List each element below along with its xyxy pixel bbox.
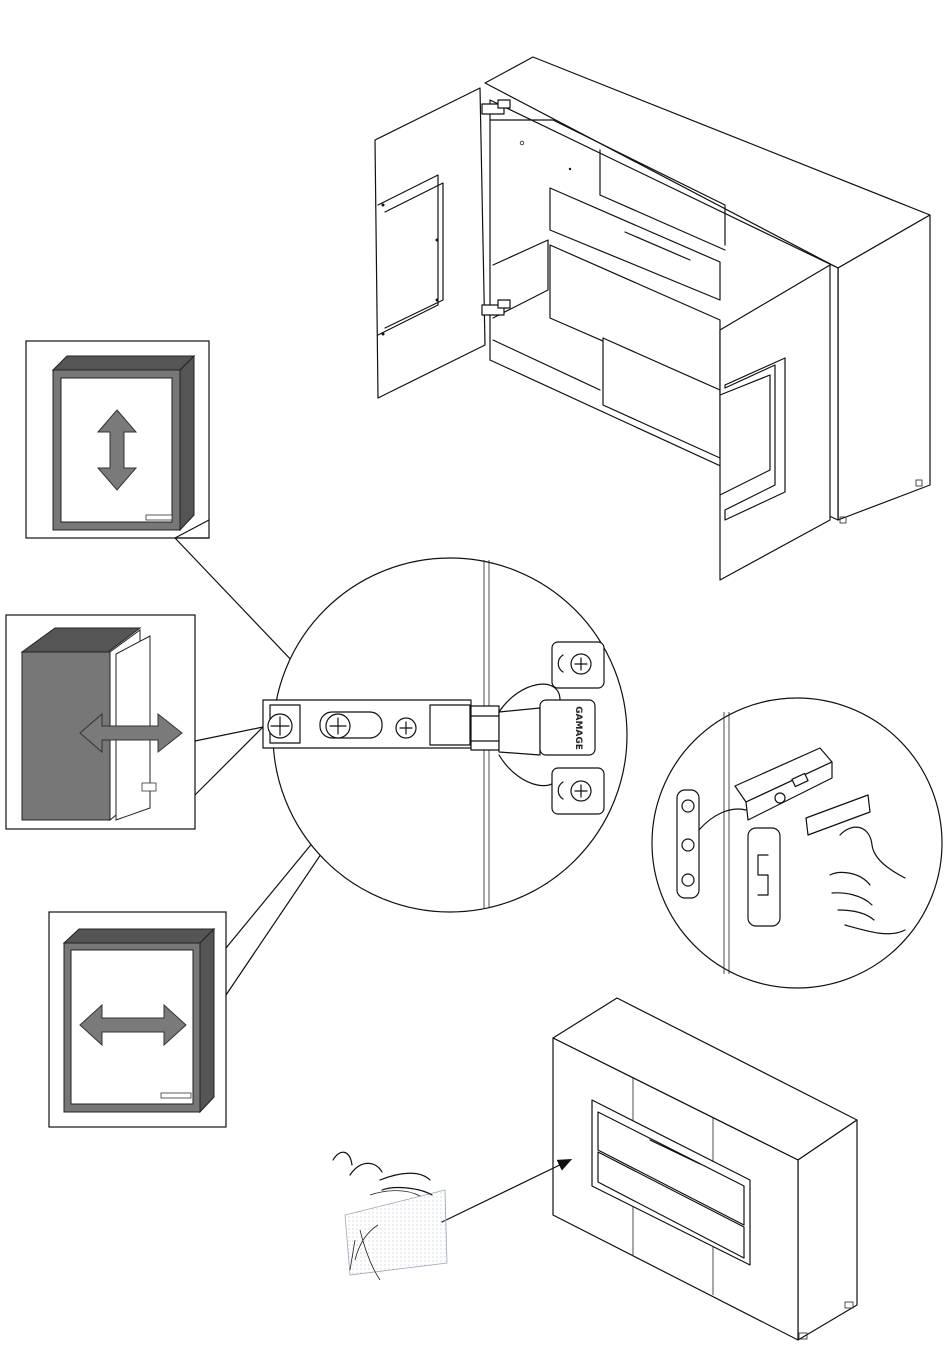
cleaning-cloth-hand xyxy=(333,1152,447,1280)
hinge-cover-cap xyxy=(748,828,780,926)
hinge-brand-label: GAMAGE xyxy=(573,706,583,750)
hinge-clip-detail-circle xyxy=(652,698,942,988)
cabinet-open-door-illustration xyxy=(375,57,930,580)
pointer-arrow xyxy=(442,1160,570,1222)
callout-lateral-adjustment xyxy=(49,912,226,1127)
mounting-plate xyxy=(540,700,595,755)
callout-vertical-adjustment xyxy=(26,341,209,538)
hinge-knuckle xyxy=(471,706,499,750)
left-door-open xyxy=(375,88,485,398)
callout-depth-adjustment xyxy=(6,615,195,829)
cabinet-closed-illustration xyxy=(442,998,857,1340)
